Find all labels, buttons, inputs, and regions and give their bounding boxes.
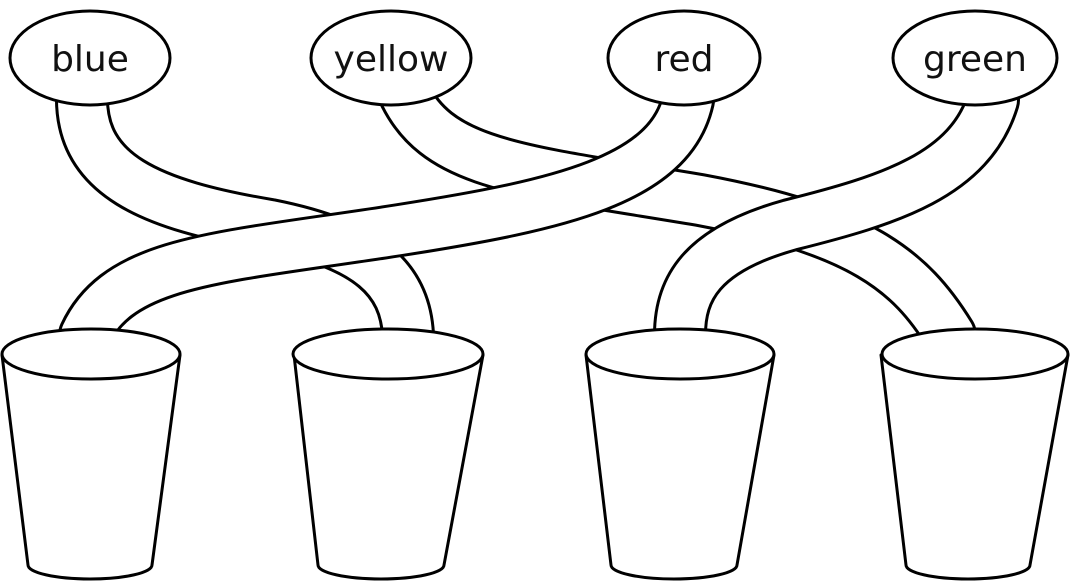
label-yellow: yellow [309, 9, 473, 107]
label-blue: blue [8, 9, 172, 107]
tube-yellow-to-cup-4 [378, 68, 977, 362]
tube-green-to-cup-3 [653, 73, 1020, 362]
cup-1 [0, 327, 182, 581]
label-green-text: green [923, 39, 1027, 80]
cups [0, 327, 1070, 581]
label-yellow-text: yellow [334, 39, 449, 80]
label-red-text: red [654, 39, 713, 80]
cup-2 [291, 327, 485, 581]
labels: blue yellow red green [8, 9, 1059, 107]
label-green: green [891, 9, 1059, 107]
label-blue-text: blue [51, 39, 129, 80]
cup-4 [879, 327, 1070, 581]
cup-3 [584, 327, 776, 581]
tube-red-to-cup-1 [58, 73, 715, 362]
tubes [55, 68, 1020, 362]
label-red: red [606, 9, 762, 107]
